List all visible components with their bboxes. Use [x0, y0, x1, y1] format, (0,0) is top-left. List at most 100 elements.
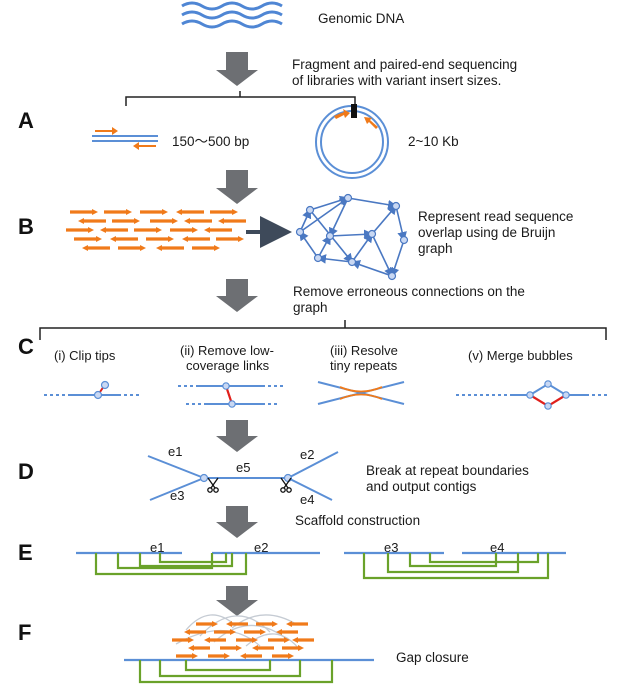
scissors-icon — [207, 477, 219, 493]
short-insert-size-label: 150～500 bp — [172, 134, 250, 149]
edge-label-e4: e4 — [300, 492, 315, 507]
read-arrow — [226, 621, 248, 627]
repeat-boundary-graph — [147, 451, 339, 501]
read-arrow — [286, 621, 308, 627]
read-arrow — [292, 637, 314, 643]
read-arrow — [282, 645, 304, 651]
gap-closure-label: Gap closure — [396, 650, 469, 665]
resolve-repeats-label-line2: tiny repeats — [330, 358, 398, 373]
debruijn-caption-line3: graph — [418, 241, 453, 256]
read-arrow — [240, 653, 262, 659]
scaffold-left — [76, 551, 320, 576]
genomic-dna-label: Genomic DNA — [318, 11, 405, 26]
read-arrow — [156, 245, 184, 251]
resolve-repeats-label-line1: (iii) Resolve — [330, 343, 398, 358]
break-caption-line2: and output contigs — [366, 479, 477, 494]
remove-step-line1: Remove erroneous connections on the — [293, 284, 525, 299]
read-arrow — [176, 209, 204, 215]
edge-label-e1: e1 — [168, 444, 183, 459]
fragment-step-line2: of libraries with variant insert sizes. — [292, 73, 502, 88]
tiny-repeats-icon — [317, 381, 405, 405]
bracket-c — [39, 320, 607, 340]
read-arrow — [204, 227, 232, 233]
read-arrow — [182, 236, 210, 242]
scaffold-construction-label: Scaffold construction — [295, 513, 421, 528]
read-arrow — [256, 621, 278, 627]
read-arrow — [216, 236, 244, 242]
down-arrow-2 — [216, 170, 258, 204]
read-arrow — [176, 653, 198, 659]
down-arrow-4 — [216, 420, 258, 452]
contig-label-e3: e3 — [384, 540, 399, 555]
down-arrow-1 — [216, 52, 258, 86]
remove-low-coverage-label-line1: (ii) Remove low- — [180, 343, 274, 358]
debruijn-caption-line2: overlap using de Bruijn — [418, 225, 556, 240]
read-arrow — [134, 227, 162, 233]
scissors-icon — [280, 477, 292, 493]
read-arrow — [188, 645, 210, 651]
read-arrow — [244, 629, 266, 635]
read-arrow — [78, 218, 106, 224]
read-arrow — [196, 621, 218, 627]
bracket-a — [125, 91, 356, 106]
read-arrow — [104, 209, 132, 215]
down-arrow-3 — [216, 279, 258, 312]
remove-low-coverage-label-line2: coverage links — [186, 358, 270, 373]
read-arrow — [192, 245, 220, 251]
read-arrow — [236, 637, 258, 643]
short-insert-pair — [92, 127, 158, 150]
debruijn-graph-icon — [295, 193, 409, 281]
step-letter-b: B — [18, 214, 34, 239]
read-arrow — [110, 236, 138, 242]
read-arrow — [208, 653, 230, 659]
clip-tips-icon — [44, 380, 142, 400]
long-insert-circle — [315, 104, 389, 179]
step-letter-c: C — [18, 334, 34, 359]
scaffold-right — [344, 551, 566, 580]
read-arrow — [272, 653, 294, 659]
read-arrow — [184, 218, 212, 224]
read-arrow — [70, 209, 98, 215]
read-arrow — [66, 227, 94, 233]
fragment-step-line1: Fragment and paired-end sequencing — [292, 57, 518, 72]
edge-label-e3: e3 — [170, 488, 185, 503]
read-arrow — [100, 227, 128, 233]
reads-cluster — [66, 209, 246, 251]
down-arrow-5 — [216, 506, 258, 538]
edge-label-e5: e5 — [236, 460, 251, 475]
merge-bubbles-icon — [456, 380, 610, 410]
step-letter-f: F — [18, 620, 32, 645]
read-arrow — [220, 645, 242, 651]
read-arrow — [268, 637, 290, 643]
genomic-dna-icon — [181, 1, 283, 29]
read-arrow — [252, 645, 274, 651]
gap-closure-scaffold — [124, 658, 374, 684]
down-arrow-6 — [216, 586, 258, 616]
low-coverage-links-icon — [178, 382, 284, 408]
read-arrow — [214, 629, 236, 635]
read-arrow — [210, 209, 238, 215]
read-arrow — [112, 218, 140, 224]
remove-step-line2: graph — [293, 300, 328, 315]
step-letter-a: A — [18, 108, 34, 133]
contig-label-e4: e4 — [490, 540, 505, 555]
read-arrow — [146, 236, 174, 242]
gap-reads-cluster — [172, 621, 314, 659]
break-caption-line1: Break at repeat boundaries — [366, 463, 529, 478]
read-arrow — [172, 637, 194, 643]
read-arrow — [140, 209, 168, 215]
read-arrow — [74, 236, 102, 242]
step-letter-e: E — [18, 540, 33, 565]
edge-label-e2: e2 — [300, 447, 315, 462]
contig-label-e1: e1 — [150, 540, 165, 555]
read-arrow — [170, 227, 198, 233]
read-arrow — [276, 629, 298, 635]
read-arrow — [150, 218, 178, 224]
debruijn-caption-line1: Represent read sequence — [418, 209, 574, 224]
read-arrow — [204, 637, 226, 643]
step-letter-d: D — [18, 459, 34, 484]
read-arrow — [118, 245, 146, 251]
clip-tips-label: (i) Clip tips — [54, 348, 116, 363]
long-insert-size-label: 2~10 Kb — [408, 134, 459, 149]
